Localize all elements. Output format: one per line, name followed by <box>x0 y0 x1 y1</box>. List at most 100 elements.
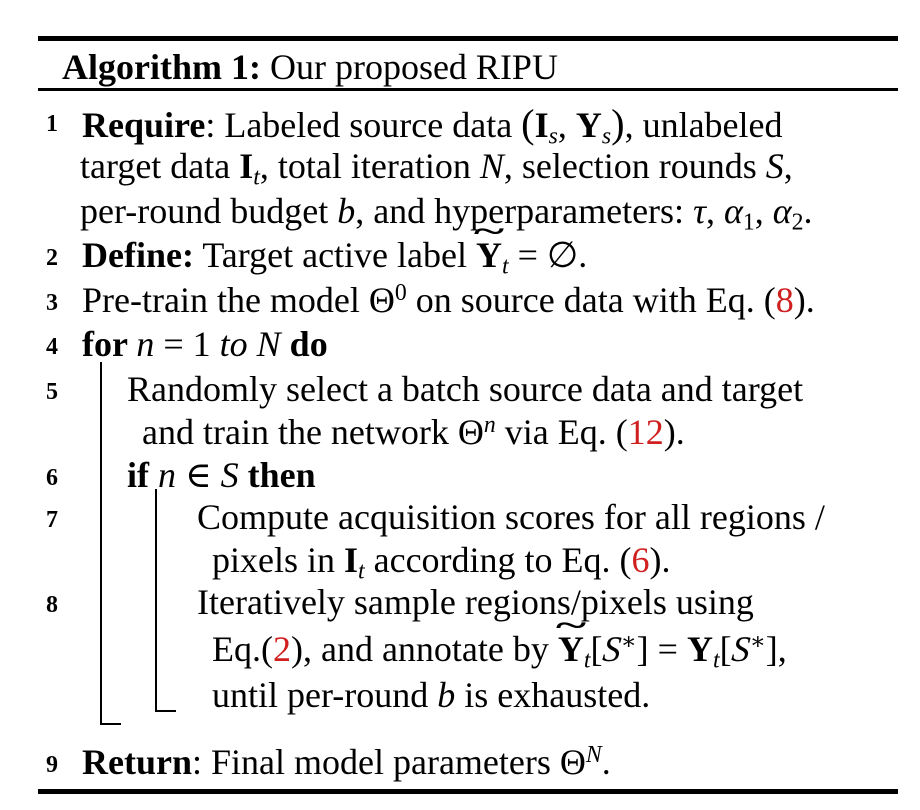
algo-line-continuation: and train the network Θn via Eq. (12). <box>142 411 685 453</box>
line-number: 9 <box>46 752 58 778</box>
text-segment: , <box>783 146 793 186</box>
algo-line-continuation: pixels in It according to Eq. (6). <box>212 539 671 586</box>
top-rule <box>38 36 898 41</box>
text-segment: is exhausted. <box>455 675 651 715</box>
text-segment: do <box>280 324 328 364</box>
algo-line: Randomly select a batch source data and … <box>127 368 803 410</box>
line-number: 3 <box>46 290 58 316</box>
line-number: 4 <box>46 334 58 360</box>
text-segment: if <box>127 455 158 495</box>
line-number: 6 <box>46 465 58 491</box>
text-segment: α <box>772 191 792 231</box>
text-segment: ) <box>611 101 625 146</box>
text-segment: target data <box>80 146 240 186</box>
text-segment: ∈ <box>176 455 221 495</box>
algorithm-title: Algorithm 1: Our proposed RIPU <box>62 46 558 88</box>
text-segment: . <box>601 742 611 782</box>
text-segment: n <box>158 455 176 495</box>
algo-line-continuation: Eq.(2), and annotate by ~Yt[S∗] = Yt[S∗]… <box>212 610 787 675</box>
text-segment: according to Eq. ( <box>364 540 632 580</box>
text-segment: I <box>344 540 359 580</box>
text-segment: 0 <box>394 280 407 307</box>
text-segment: pixels in <box>212 540 344 580</box>
text-segment <box>248 324 257 364</box>
text-segment: Θ <box>368 280 395 320</box>
title-separator-rule <box>38 88 898 91</box>
text-segment: Target active label <box>193 235 476 275</box>
math-symbol: Y <box>476 235 502 275</box>
tilde-Y-symbol: ~Y <box>556 610 586 670</box>
text-segment: Pre-train the model <box>82 280 369 320</box>
text-segment: ∗ <box>620 629 637 656</box>
text-segment: Require <box>82 105 206 145</box>
text-segment: . <box>578 235 588 275</box>
text-segment: N <box>479 146 504 186</box>
text-segment: , and hyperparameters: <box>355 191 694 231</box>
text-segment: Θ <box>457 412 484 452</box>
text-segment: b <box>437 675 456 715</box>
text-segment: s <box>548 123 558 150</box>
eq-ref[interactable]: 6 <box>631 540 650 580</box>
eq-ref[interactable]: 8 <box>775 280 794 320</box>
text-segment: Y <box>575 105 602 145</box>
text-segment: Y <box>686 629 713 669</box>
eq-ref[interactable]: 2 <box>272 629 291 669</box>
text-segment: t <box>583 647 591 674</box>
text-segment: ∅ <box>546 235 579 275</box>
line-number: 5 <box>46 379 58 405</box>
line-number: 8 <box>46 592 58 618</box>
text-segment: [ <box>590 629 603 669</box>
text-segment: α <box>723 191 743 231</box>
text-segment: and train the network <box>142 412 458 452</box>
text-segment: ∗ <box>749 629 766 656</box>
text-segment: ), and annotate by <box>290 629 558 669</box>
text-segment: I <box>239 146 254 186</box>
tilde-Y-symbol: ~Y <box>474 216 504 276</box>
text-segment: on source data with Eq. ( <box>406 280 776 320</box>
text-segment: : Final model parameters <box>192 742 560 782</box>
text-segment: Θ <box>559 742 586 782</box>
text-segment: t <box>253 164 260 191</box>
wide-tilde-accent: ~ <box>473 214 505 249</box>
for-loop-bracket <box>100 362 121 725</box>
algo-line-continuation: per-round budget b, and hyperparameters:… <box>80 190 813 237</box>
text-segment: then <box>238 455 316 495</box>
text-segment: Define: <box>82 235 194 275</box>
text-segment: t <box>502 253 509 280</box>
algo-line: for n = 1 to N do <box>82 323 328 365</box>
text-segment: ). <box>663 412 685 452</box>
text-segment: to <box>219 324 248 364</box>
text-segment: τ <box>693 191 706 231</box>
text-segment: S <box>729 629 752 669</box>
algo-line: Iteratively sample regions/pixels using <box>197 581 754 623</box>
text-segment: , <box>557 105 576 145</box>
text-segment: ( <box>521 101 535 146</box>
text-segment: via Eq. ( <box>495 412 628 452</box>
text-segment: , total iteration <box>259 146 480 186</box>
text-segment: per-round budget <box>80 191 338 231</box>
algo-line: Return: Final model parameters ΘN. <box>82 741 611 783</box>
text-segment: = <box>508 235 547 275</box>
text-segment: Return <box>82 742 192 782</box>
text-segment: S <box>600 629 623 669</box>
text-segment: ] = <box>636 629 687 669</box>
text-segment: ). <box>793 280 815 320</box>
text-segment: , <box>754 191 773 231</box>
text-segment: for <box>82 324 137 364</box>
line-number: 1 <box>46 111 58 137</box>
text-segment: = 1 <box>154 324 220 364</box>
text-segment: s <box>601 123 612 150</box>
algo-line: Compute acquisition scores for all regio… <box>197 496 825 538</box>
eq-ref[interactable]: 12 <box>627 412 664 452</box>
text-segment: Iteratively sample regions/pixels using <box>197 582 754 622</box>
text-segment: ). <box>649 540 671 580</box>
text-segment: , <box>705 191 724 231</box>
algo-line-continuation: until per-round b is exhausted. <box>212 674 650 716</box>
algo-line-continuation: target data It, total iteration N, selec… <box>80 145 793 192</box>
text-segment: ], <box>765 629 787 669</box>
algorithm-title-text: Our proposed RIPU <box>260 47 558 87</box>
text-segment: N <box>256 324 281 364</box>
text-segment: n <box>136 324 155 364</box>
text-segment: S <box>765 146 784 186</box>
